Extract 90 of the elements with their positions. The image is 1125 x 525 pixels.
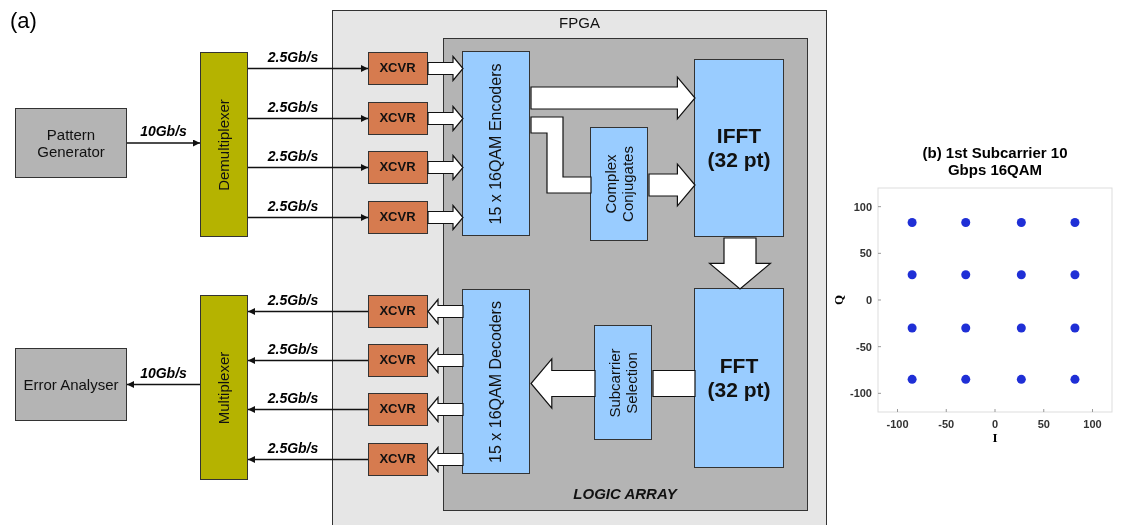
chart-title: (b) 1st Subcarrier 10 Gbps 16QAM — [921, 145, 1069, 178]
edge-label: 2.5Gb/s — [265, 340, 321, 357]
transceiver-box — [367, 442, 428, 476]
node-label: XCVR — [379, 60, 416, 76]
block-arrow — [427, 203, 464, 232]
arrow — [247, 308, 369, 315]
node-label: Complex Conjugates — [601, 145, 637, 224]
process-box — [200, 52, 248, 237]
block-arrow — [648, 162, 696, 208]
y-axis: -100 -50 0 50 100 — [849, 200, 882, 400]
y-tick-label: -50 — [856, 340, 872, 353]
y-tick-label: 0 — [865, 294, 872, 306]
node-label: 15 x 16QAM Encoders — [486, 62, 505, 226]
edge-label: 2.5Gb/s — [265, 48, 321, 65]
y-axis-title: Q — [835, 294, 846, 306]
transceiver-box — [367, 101, 428, 135]
x-axis: -100 -50 0 50 100 — [886, 408, 1102, 430]
x-axis-title: I — [992, 430, 998, 445]
container-box — [442, 37, 808, 511]
node-label: 15 x 16QAM Decoders — [486, 299, 505, 465]
edge-label: 10Gb/s — [138, 123, 189, 139]
y-tick-label: 50 — [859, 247, 872, 260]
arrow — [126, 139, 201, 147]
arrow — [247, 214, 369, 221]
edge-label: 2.5Gb/s — [265, 291, 321, 308]
node-label: XCVR — [379, 159, 416, 175]
node-label: Subcarrier Selection — [605, 346, 641, 420]
block-arrow — [530, 75, 696, 121]
arrow — [126, 381, 201, 388]
node-label: FFT (32 pt) — [706, 353, 772, 403]
block-arrow — [427, 54, 464, 83]
node-label: XCVR — [379, 401, 416, 417]
node-label: Demultiplexer — [215, 97, 233, 193]
node-label: Pattern Generator — [36, 125, 106, 161]
y-tick-label: 100 — [853, 200, 872, 213]
x-tick-label: -50 — [938, 418, 955, 430]
edge-label: 2.5Gb/s — [265, 439, 321, 456]
node-label: XCVR — [379, 209, 416, 225]
block-arrow — [652, 369, 696, 398]
process-box — [694, 59, 784, 237]
transceiver-box — [367, 294, 428, 328]
node-label: XCVR — [379, 352, 416, 368]
node-label: FPGA — [558, 14, 601, 31]
edge-label: 10Gb/s — [138, 364, 189, 381]
transceiver-box — [367, 150, 428, 184]
x-tick-label: 0 — [991, 418, 999, 430]
node-label: Multiplexer — [215, 350, 233, 426]
node-label: XCVR — [379, 303, 416, 319]
node-label: XCVR — [379, 110, 416, 126]
edge-label: 2.5Gb/s — [265, 98, 321, 115]
block-arrow — [427, 346, 464, 375]
block-arrow — [427, 297, 464, 326]
arrow — [247, 164, 369, 171]
x-tick-label: 100 — [1083, 418, 1102, 430]
transceiver-box — [367, 51, 428, 85]
transceiver-box — [367, 392, 428, 426]
transceiver-box — [367, 343, 428, 377]
arrow — [247, 357, 369, 364]
panel-label: (a) — [10, 8, 37, 34]
container-box — [332, 10, 827, 525]
block-arrow — [427, 153, 464, 182]
block-arrow — [427, 395, 464, 424]
block-arrow — [427, 445, 464, 474]
node-label: XCVR — [379, 451, 416, 467]
process-box — [594, 325, 652, 440]
x-tick-label: 50 — [1037, 418, 1050, 430]
arrow — [247, 406, 369, 413]
edge-label: 2.5Gb/s — [265, 147, 321, 164]
block-arrow — [530, 116, 592, 194]
edge-label: 2.5Gb/s — [265, 197, 321, 214]
arrow — [247, 456, 369, 463]
process-box — [462, 51, 530, 236]
node-label: Error Analyser — [23, 375, 119, 394]
process-box — [15, 108, 127, 178]
process-box — [15, 348, 127, 421]
node-label: LOGIC ARRAY — [572, 484, 679, 502]
arrow — [247, 65, 369, 72]
arrow — [247, 115, 369, 122]
x-tick-label: -100 — [886, 418, 909, 430]
process-box — [694, 288, 784, 468]
process-box — [200, 295, 248, 480]
process-box — [462, 289, 530, 474]
block-arrow — [427, 104, 464, 133]
block-arrow — [707, 237, 773, 290]
node-label: IFFT (32 pt) — [706, 123, 772, 173]
transceiver-box — [367, 200, 428, 234]
process-box — [590, 127, 648, 241]
edge-label: 2.5Gb/s — [265, 389, 321, 406]
y-tick-label: -100 — [849, 387, 872, 400]
block-arrow — [530, 357, 596, 410]
